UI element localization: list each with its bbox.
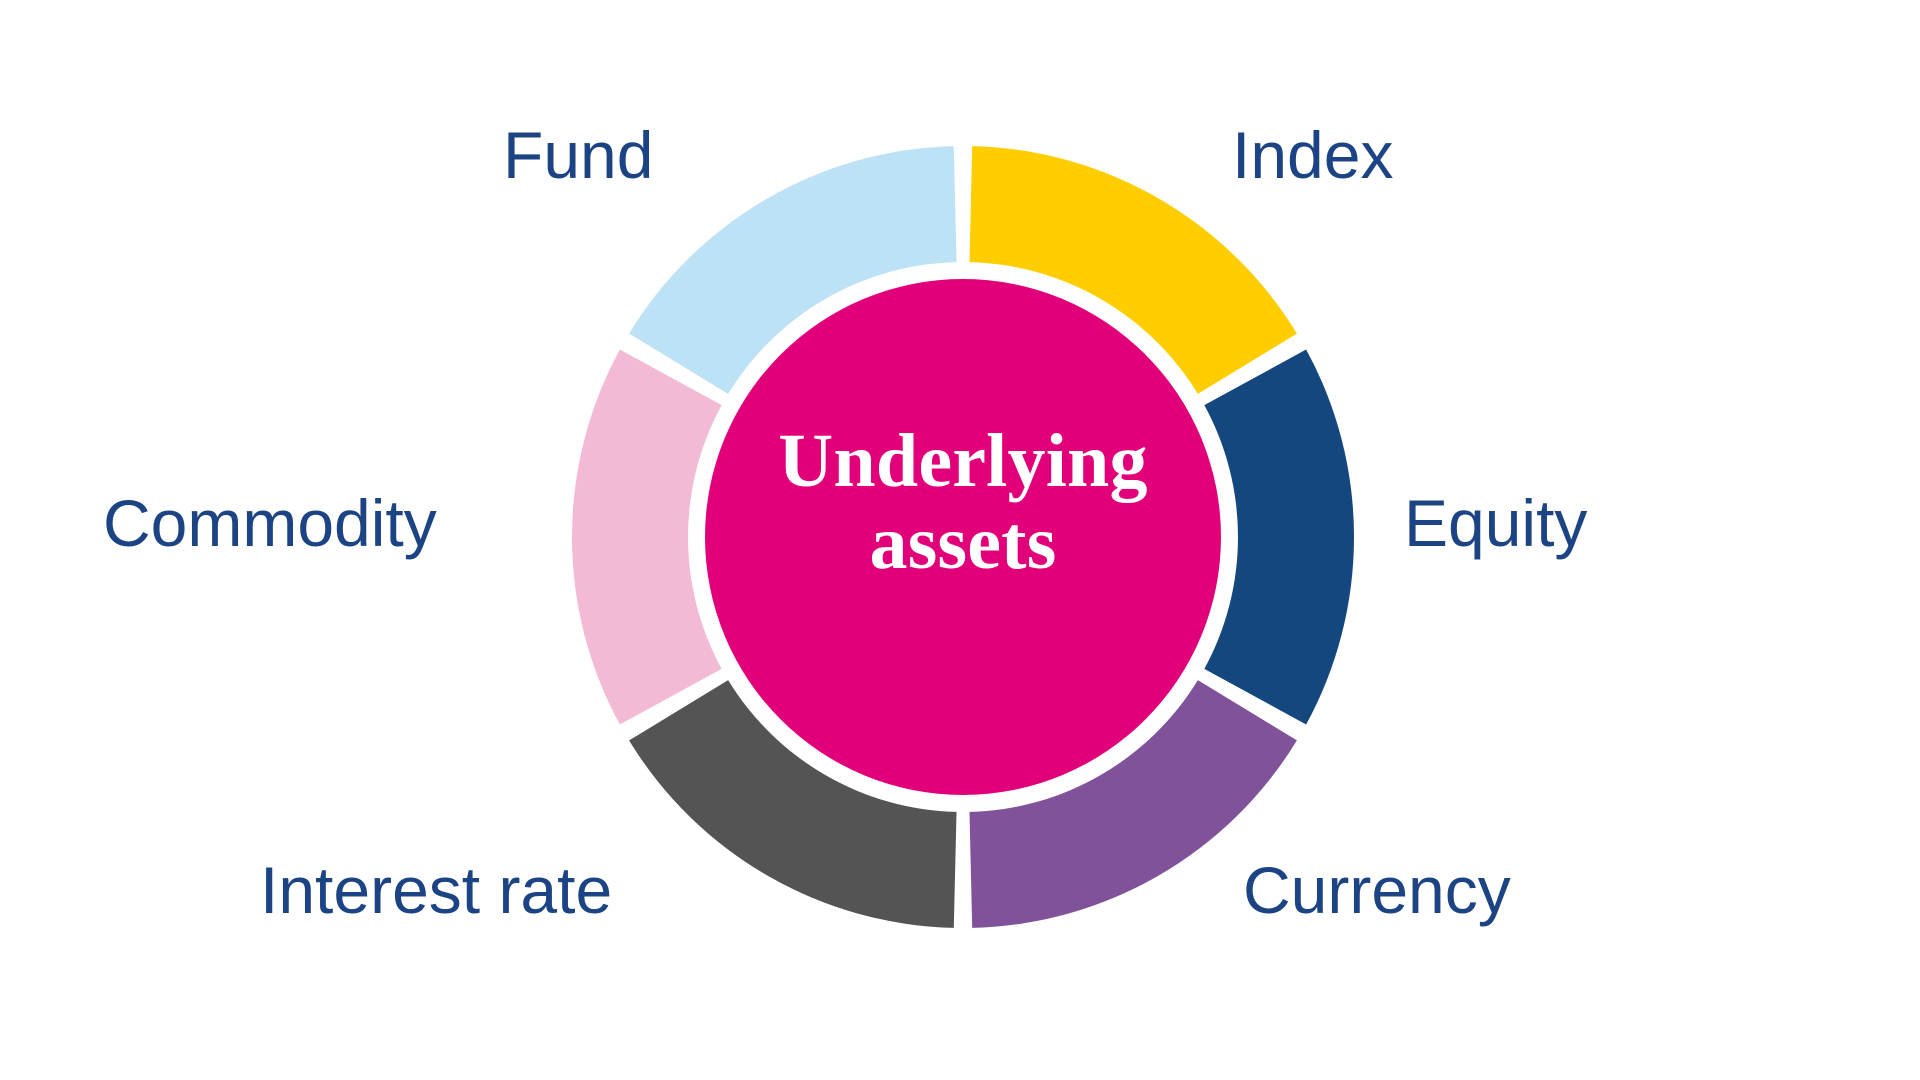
segment-label-commodity: Commodity <box>103 486 437 560</box>
center-title-line-2: assets <box>869 501 1057 586</box>
segment-label-interest-rate: Interest rate <box>260 853 613 927</box>
segment-label-equity: Equity <box>1404 486 1588 560</box>
ring-segment-currency[interactable] <box>969 680 1297 928</box>
center-circle <box>705 279 1221 795</box>
segment-label-currency: Currency <box>1243 853 1511 927</box>
ring-segment-equity[interactable] <box>1204 349 1355 725</box>
center-title-line-1: Underlying <box>778 419 1148 503</box>
ring-segment-fund[interactable] <box>629 146 957 394</box>
ring-segment-commodity[interactable] <box>571 349 722 725</box>
segment-label-index: Index <box>1232 118 1394 192</box>
ring-segment-index[interactable] <box>969 146 1297 394</box>
donut-ring-segments <box>571 146 1355 928</box>
center-title: Underlying assets <box>663 420 1263 584</box>
segment-label-fund: Fund <box>503 118 654 192</box>
ring-segment-interest-rate[interactable] <box>629 680 957 928</box>
